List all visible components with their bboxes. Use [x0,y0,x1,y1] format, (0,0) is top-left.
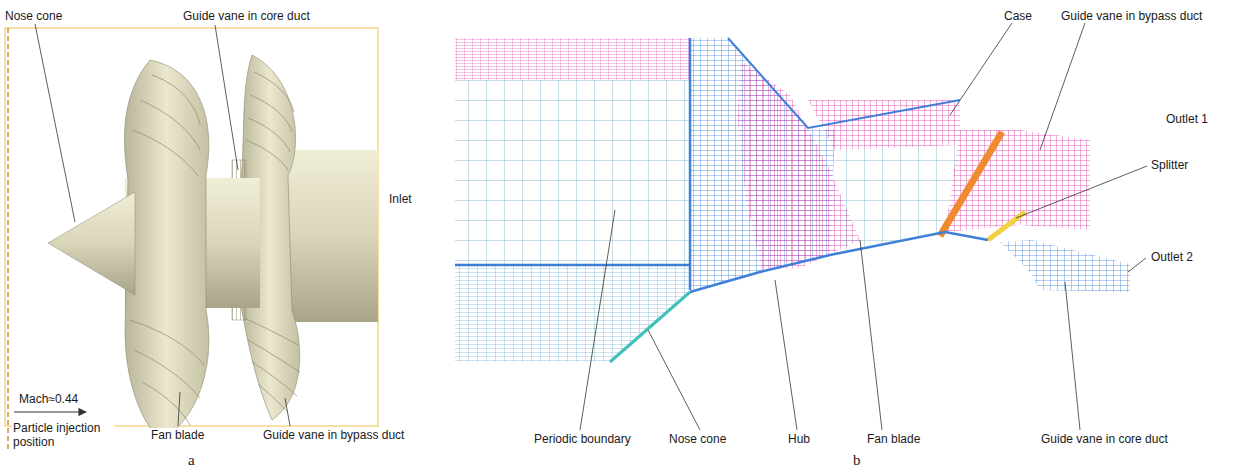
part-label: Nose cone [4,9,63,23]
inlet-mesh [455,38,690,265]
inlet-lower-mesh [455,265,690,362]
part-label: Nose cone [668,432,727,446]
boundary-label: Outlet 1 [1165,112,1209,126]
leader-line [1016,166,1147,218]
panel-letter: b [852,453,862,467]
flow-condition: Mach≈0.44 [18,392,79,406]
leader-line [775,280,797,430]
leader-line [950,23,1012,115]
part-label: Guide vane in bypass duct [1060,9,1203,23]
fan-blade-edges [130,75,204,425]
bypass-vane-strip [940,132,1002,236]
mesh-boundary [455,264,690,267]
leader-line [860,240,882,430]
leader-line [285,398,290,426]
panel-letter: a [187,453,196,467]
part-label: Guide vane in core duct [182,9,311,23]
nose-cone-shape [48,192,135,295]
inlet-band-ground [455,38,690,80]
gap-mesh [830,145,960,255]
leader-line [1128,258,1146,272]
nose-cone-wall [610,292,690,362]
leader-line [648,330,700,430]
part-label: Guide vane in core duct [1040,432,1169,446]
injection-plane [7,28,9,452]
leader-line [1065,282,1080,430]
boundary-label: Outlet 2 [1150,250,1194,264]
hub-wall [690,232,988,292]
case-wall [728,38,960,128]
leader-line [1040,23,1085,150]
leader-line [580,210,615,430]
part-label: Hub [787,432,811,446]
leader-line [35,24,75,222]
case-mesh [808,100,960,150]
splitter-wall [988,212,1025,240]
note-label: Particle injection position [12,421,114,449]
inlet-top-band [455,38,690,80]
part-label: Guide vane in bypass duct [262,428,405,442]
leader-line [178,392,180,426]
part-label: Case [1003,9,1033,23]
leader-line [215,25,238,170]
boundary-label: Inlet [388,192,413,206]
flow-arrow [14,411,86,412]
part-label: Splitter [1150,158,1189,172]
boundary-label: Periodic boundary [533,432,632,446]
fan-blades [124,60,208,440]
part-label: Fan blade [150,428,205,442]
part-label: Fan blade [866,432,921,446]
